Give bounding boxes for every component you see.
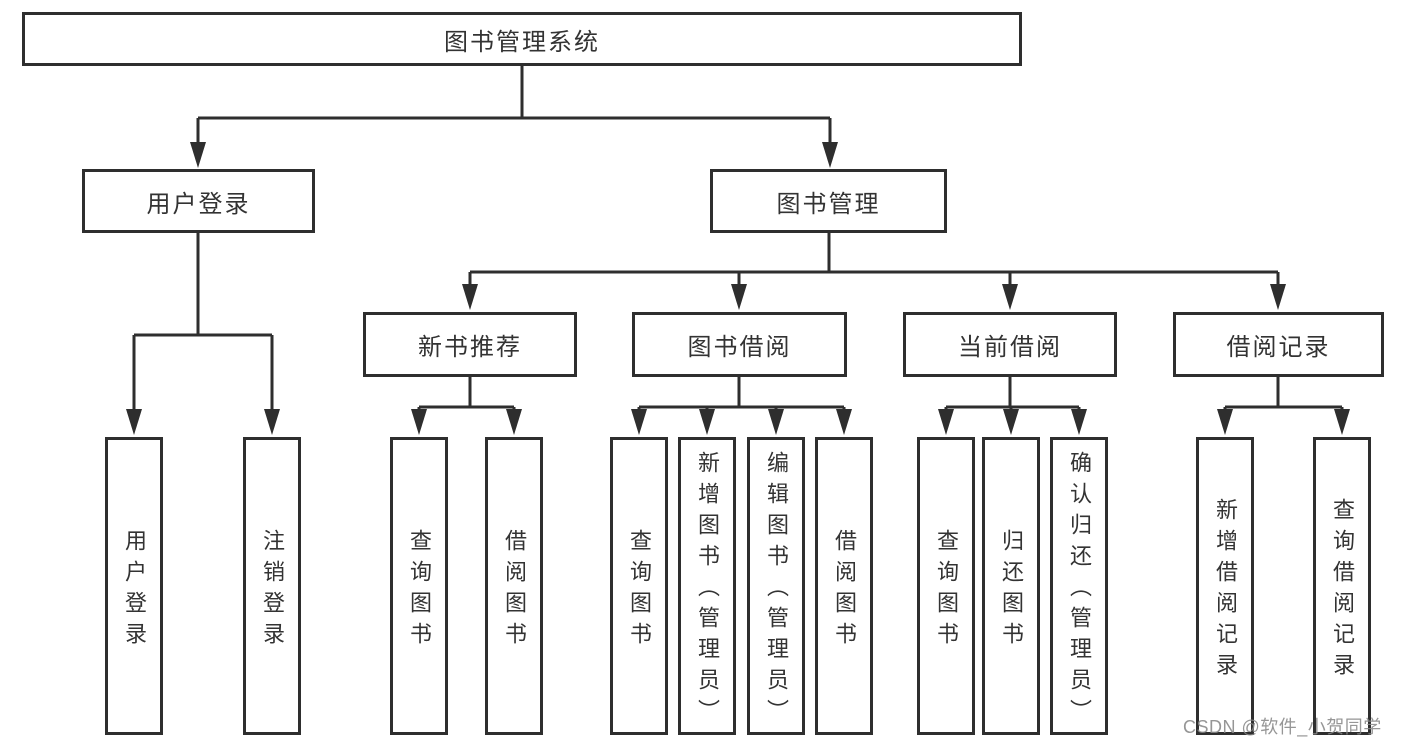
node-label: 用户登录 xyxy=(122,528,147,653)
node-current-borrowing: 当前借阅 xyxy=(903,312,1117,377)
node-label: 编辑图书（管理员） xyxy=(764,451,789,730)
node-borrow-books-recommend: 借阅图书 xyxy=(485,437,543,735)
node-library-management-system: 图书管理系统 xyxy=(22,12,1022,66)
node-label: 查询借阅记录 xyxy=(1330,497,1355,684)
node-query-books-recommend: 查询图书 xyxy=(390,437,448,735)
node-new-book-recommend: 新书推荐 xyxy=(363,312,577,377)
node-add-books-admin: 新增图书（管理员） xyxy=(678,437,736,735)
node-book-borrowing: 图书借阅 xyxy=(632,312,847,377)
node-edit-books-admin: 编辑图书（管理员） xyxy=(747,437,805,735)
node-borrow-books-leaf: 借阅图书 xyxy=(815,437,873,735)
node-add-borrow-record: 新增借阅记录 xyxy=(1196,437,1254,735)
csdn-watermark: CSDN @软件_小贺同学 xyxy=(1183,717,1382,737)
node-return-books: 归还图书 xyxy=(982,437,1040,735)
node-label: 新增借阅记录 xyxy=(1213,497,1238,684)
node-label: 查询图书 xyxy=(627,528,652,653)
node-label: 借阅图书 xyxy=(502,528,527,653)
node-label: 确认归还（管理员） xyxy=(1067,451,1092,730)
node-label: 归还图书 xyxy=(999,528,1024,653)
node-query-books-borrow: 查询图书 xyxy=(610,437,668,735)
node-query-books-current: 查询图书 xyxy=(917,437,975,735)
node-label: 注销登录 xyxy=(260,528,285,653)
node-logout-leaf: 注销登录 xyxy=(243,437,301,735)
node-book-management: 图书管理 xyxy=(710,169,947,233)
node-label: 查询图书 xyxy=(407,528,432,653)
node-borrowing-records: 借阅记录 xyxy=(1173,312,1384,377)
node-user-login: 用户登录 xyxy=(82,169,315,233)
node-label: 新增图书（管理员） xyxy=(695,451,720,730)
node-query-borrow-record: 查询借阅记录 xyxy=(1313,437,1371,735)
node-label: 借阅图书 xyxy=(832,528,857,653)
node-confirm-return-admin: 确认归还（管理员） xyxy=(1050,437,1108,735)
node-label: 查询图书 xyxy=(934,528,959,653)
node-user-login-leaf: 用户登录 xyxy=(105,437,163,735)
